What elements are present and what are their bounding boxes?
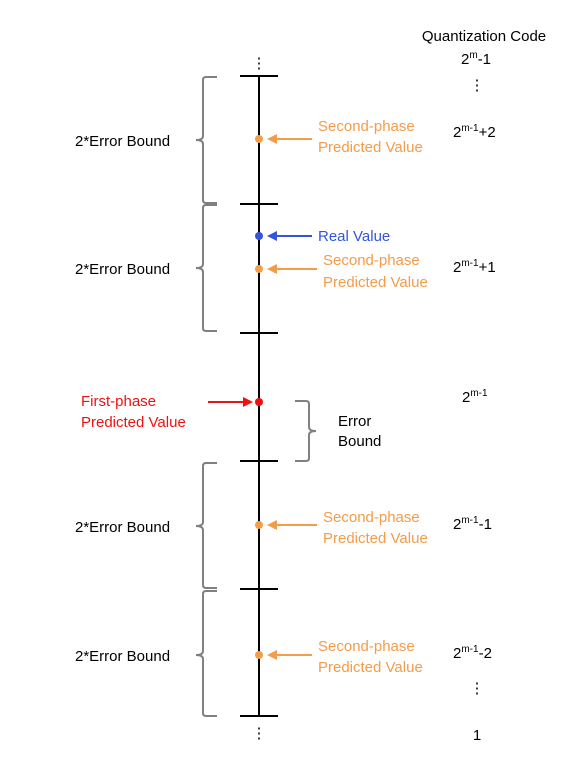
svg-text:2m-1+2: 2m-1+2 xyxy=(453,123,496,141)
svg-text:2m-1: 2m-1 xyxy=(462,388,488,406)
first-phase-point: First-phase Predicted Value xyxy=(81,393,263,431)
second-phase-label: Predicted Value xyxy=(323,530,428,547)
arrowhead xyxy=(267,231,277,241)
code-center: 2m-1 xyxy=(462,388,488,406)
label-error: Error xyxy=(338,413,371,430)
first-phase-label: Predicted Value xyxy=(81,414,186,431)
code-base: 2 xyxy=(453,259,461,276)
code-base: 2 xyxy=(462,389,470,406)
bracket-2x-error-2 xyxy=(195,204,217,332)
code-top-max: 2m-1 xyxy=(461,50,491,68)
code-base: 2 xyxy=(453,124,461,141)
label-bound: Bound xyxy=(338,433,381,450)
bracket-2x-error-3 xyxy=(195,462,217,589)
second-phase-point-4: Second-phase Predicted Value xyxy=(255,638,423,676)
second-phase-point-3: Second-phase Predicted Value xyxy=(255,509,428,547)
label-2x-error-bound: 2*Error Bound xyxy=(75,648,170,665)
svg-text:2m-1-2: 2m-1-2 xyxy=(453,644,492,662)
code-ellipsis-bottom: ⋮ xyxy=(470,680,485,697)
label-2x-error-bound: 2*Error Bound xyxy=(75,133,170,150)
code-plus-1: 2m-1+1 xyxy=(453,258,496,276)
code-superscript: m-1 xyxy=(461,123,479,134)
label-2x-error-bound: 2*Error Bound xyxy=(75,261,170,278)
axis-ellipsis-top: ⋮ xyxy=(252,55,267,72)
second-phase-label: Predicted Value xyxy=(318,659,423,676)
code-superscript: m xyxy=(469,50,477,61)
second-phase-dot xyxy=(255,265,263,273)
code-ellipsis-top: ⋮ xyxy=(470,77,485,94)
second-phase-label: Second-phase xyxy=(323,509,420,526)
code-superscript: m-1 xyxy=(461,644,479,655)
code-tail: -1 xyxy=(478,51,491,68)
svg-text:2m-1+1: 2m-1+1 xyxy=(453,258,496,276)
svg-text:2m-1-1: 2m-1-1 xyxy=(453,515,492,533)
code-base: 2 xyxy=(453,516,461,533)
code-plus-2: 2m-1+2 xyxy=(453,123,496,141)
code-base: 2 xyxy=(461,51,469,68)
arrowhead xyxy=(267,520,277,530)
code-minus-1: 2m-1-1 xyxy=(453,515,492,533)
code-tail: -2 xyxy=(479,645,492,662)
code-superscript: m-1 xyxy=(470,388,488,399)
second-phase-point-2: Second-phase Predicted Value xyxy=(255,252,428,291)
bracket-2x-error-4 xyxy=(195,590,217,717)
axis-ellipsis-bottom: ⋮ xyxy=(252,725,267,742)
code-base: 2 xyxy=(453,645,461,662)
arrowhead xyxy=(243,397,253,407)
second-phase-point-1: Second-phase Predicted Value xyxy=(255,118,423,156)
quantization-code-title: Quantization Code xyxy=(422,28,546,45)
arrowhead xyxy=(267,264,277,274)
second-phase-dot xyxy=(255,135,263,143)
real-value-point: Real Value xyxy=(255,228,390,245)
code-tail: +1 xyxy=(479,259,496,276)
arrowhead xyxy=(267,134,277,144)
second-phase-label: Second-phase xyxy=(318,638,415,655)
bracket-2x-error-1 xyxy=(195,76,217,204)
code-min: 1 xyxy=(473,727,481,744)
code-superscript: m-1 xyxy=(461,258,479,269)
real-value-label: Real Value xyxy=(318,228,390,245)
bracket-error-bound xyxy=(295,400,317,462)
arrowhead xyxy=(267,650,277,660)
real-value-dot xyxy=(255,232,263,240)
second-phase-dot xyxy=(255,521,263,529)
second-phase-label: Second-phase xyxy=(318,118,415,135)
svg-text:2m-1: 2m-1 xyxy=(461,50,491,68)
code-superscript: m-1 xyxy=(461,515,479,526)
first-phase-dot xyxy=(255,398,263,406)
second-phase-label: Predicted Value xyxy=(323,274,428,291)
first-phase-label: First-phase xyxy=(81,393,156,410)
second-phase-dot xyxy=(255,651,263,659)
code-tail: -1 xyxy=(479,516,492,533)
code-minus-2: 2m-1-2 xyxy=(453,644,492,662)
code-tail: +2 xyxy=(479,124,496,141)
second-phase-label: Predicted Value xyxy=(318,139,423,156)
label-2x-error-bound: 2*Error Bound xyxy=(75,519,170,536)
second-phase-label: Second-phase xyxy=(323,252,420,269)
